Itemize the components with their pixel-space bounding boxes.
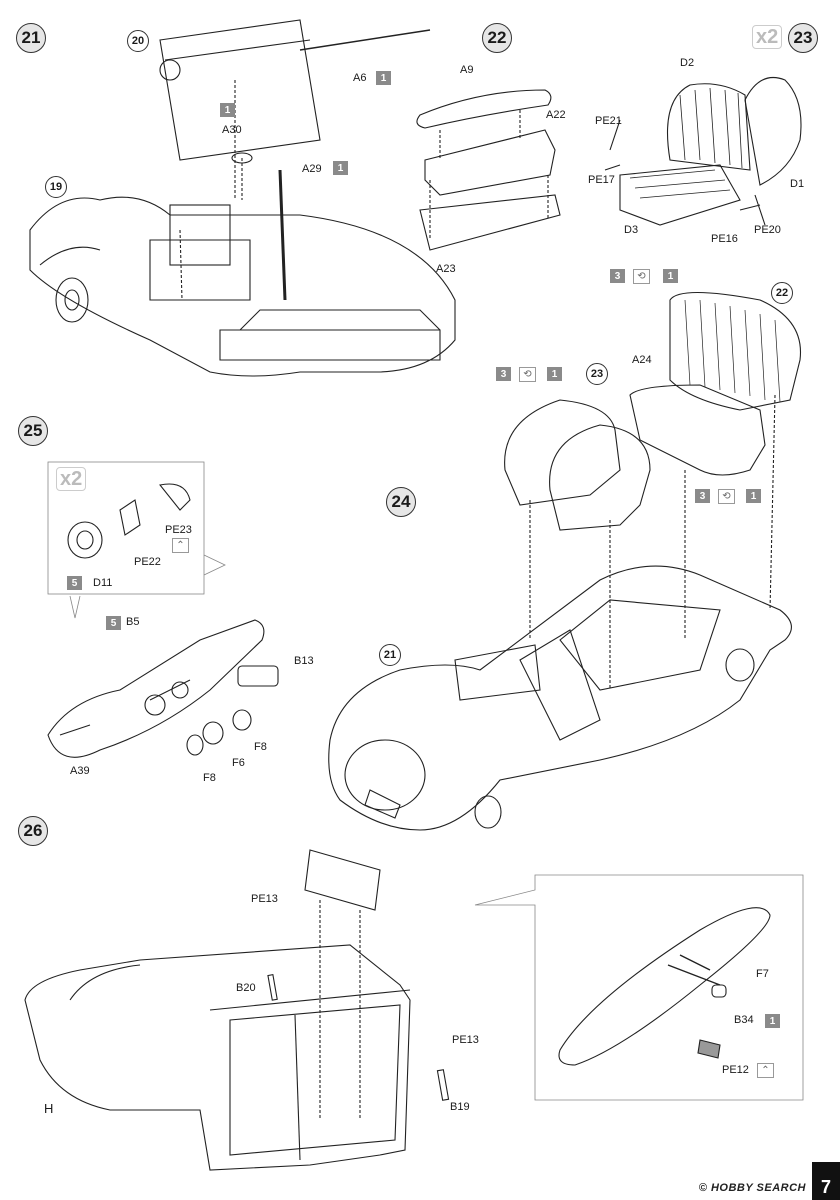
step-23-badge: 23 [788,23,818,53]
ref-19: 19 [45,176,67,198]
label-B20: B20 [236,982,256,994]
label-B19: B19 [450,1101,470,1113]
label-B13: B13 [294,655,314,667]
label-B34: B34 [734,1014,754,1026]
label-A23: A23 [436,263,456,275]
watermark: © HOBBY SEARCH [698,1182,806,1194]
step22-drawing [416,89,561,251]
sprue-1-a6: 1 [376,71,391,85]
step26-drawing [24,849,450,1171]
label-A6: A6 [353,72,367,84]
label-D1: D1 [790,178,805,190]
ref-23: 23 [586,363,608,385]
rotate-icon: ⟲ [633,269,650,284]
sprue-3-bench: 3 [695,489,710,503]
label-PE21: PE21 [595,115,622,127]
step-22-badge: 22 [482,23,512,53]
quantity-tag-step23: x2 [752,25,783,49]
label-A29: A29 [302,163,322,175]
label-PE13-right: PE13 [452,1034,479,1046]
label-D3: D3 [624,224,639,236]
label-PE12: PE12 [722,1064,749,1076]
ref-22: 22 [771,282,793,304]
sprue-1-b34: 1 [765,1014,780,1028]
rotate-icon: ⟲ [718,489,735,504]
step21-drawing [29,19,456,377]
label-A22: A22 [546,109,566,121]
rotate-icon: ⟲ [519,367,536,382]
step25-drawing [47,461,279,758]
step-25-badge: 25 [18,416,48,446]
sprue-1-a29: 1 [333,161,348,175]
quantity-tag-step25: x2 [56,467,87,491]
label-A39: A39 [70,765,90,777]
step-21-badge: 21 [16,23,46,53]
sprue-5-b5: 5 [106,616,121,630]
label-F8-right: F8 [254,741,267,753]
step23-drawing [604,76,802,226]
label-A30: A30 [222,124,242,136]
photo-etch-icon: ⌃ [172,538,189,553]
sprue-1-bench: 1 [746,489,761,503]
label-D11: D11 [93,577,113,589]
sprue-1-seatback: 1 [663,269,678,283]
photo-etch-icon: ⌃ [757,1063,774,1078]
label-PE16: PE16 [711,233,738,245]
label-PE13-top: PE13 [251,893,278,905]
sprue-1-seats: 1 [547,367,562,381]
label-PE17: PE17 [588,174,615,186]
step24-drawing [328,291,802,831]
label-F8-left: F8 [203,772,216,784]
ref-20: 20 [127,30,149,52]
label-PE23: PE23 [165,524,192,536]
label-D2: D2 [680,57,695,69]
label-F7: F7 [756,968,769,980]
label-B5: B5 [126,616,140,628]
label-F6: F6 [232,757,245,769]
label-PE22: PE22 [134,556,161,568]
sprue-5-d11: 5 [67,576,82,590]
step-24-badge: 24 [386,487,416,517]
label-A24: A24 [632,354,652,366]
ref-21: 21 [379,644,401,666]
step-26-badge: 26 [18,816,48,846]
label-PE20: PE20 [754,224,781,236]
sprue-3-seats: 3 [496,367,511,381]
label-H: H [44,1101,54,1116]
sprue-3-seatback: 3 [610,269,625,283]
detail-box [474,874,804,1101]
label-A9: A9 [460,64,474,76]
page-number: 7 [812,1162,840,1200]
sprue-1-a30: 1 [220,103,235,117]
